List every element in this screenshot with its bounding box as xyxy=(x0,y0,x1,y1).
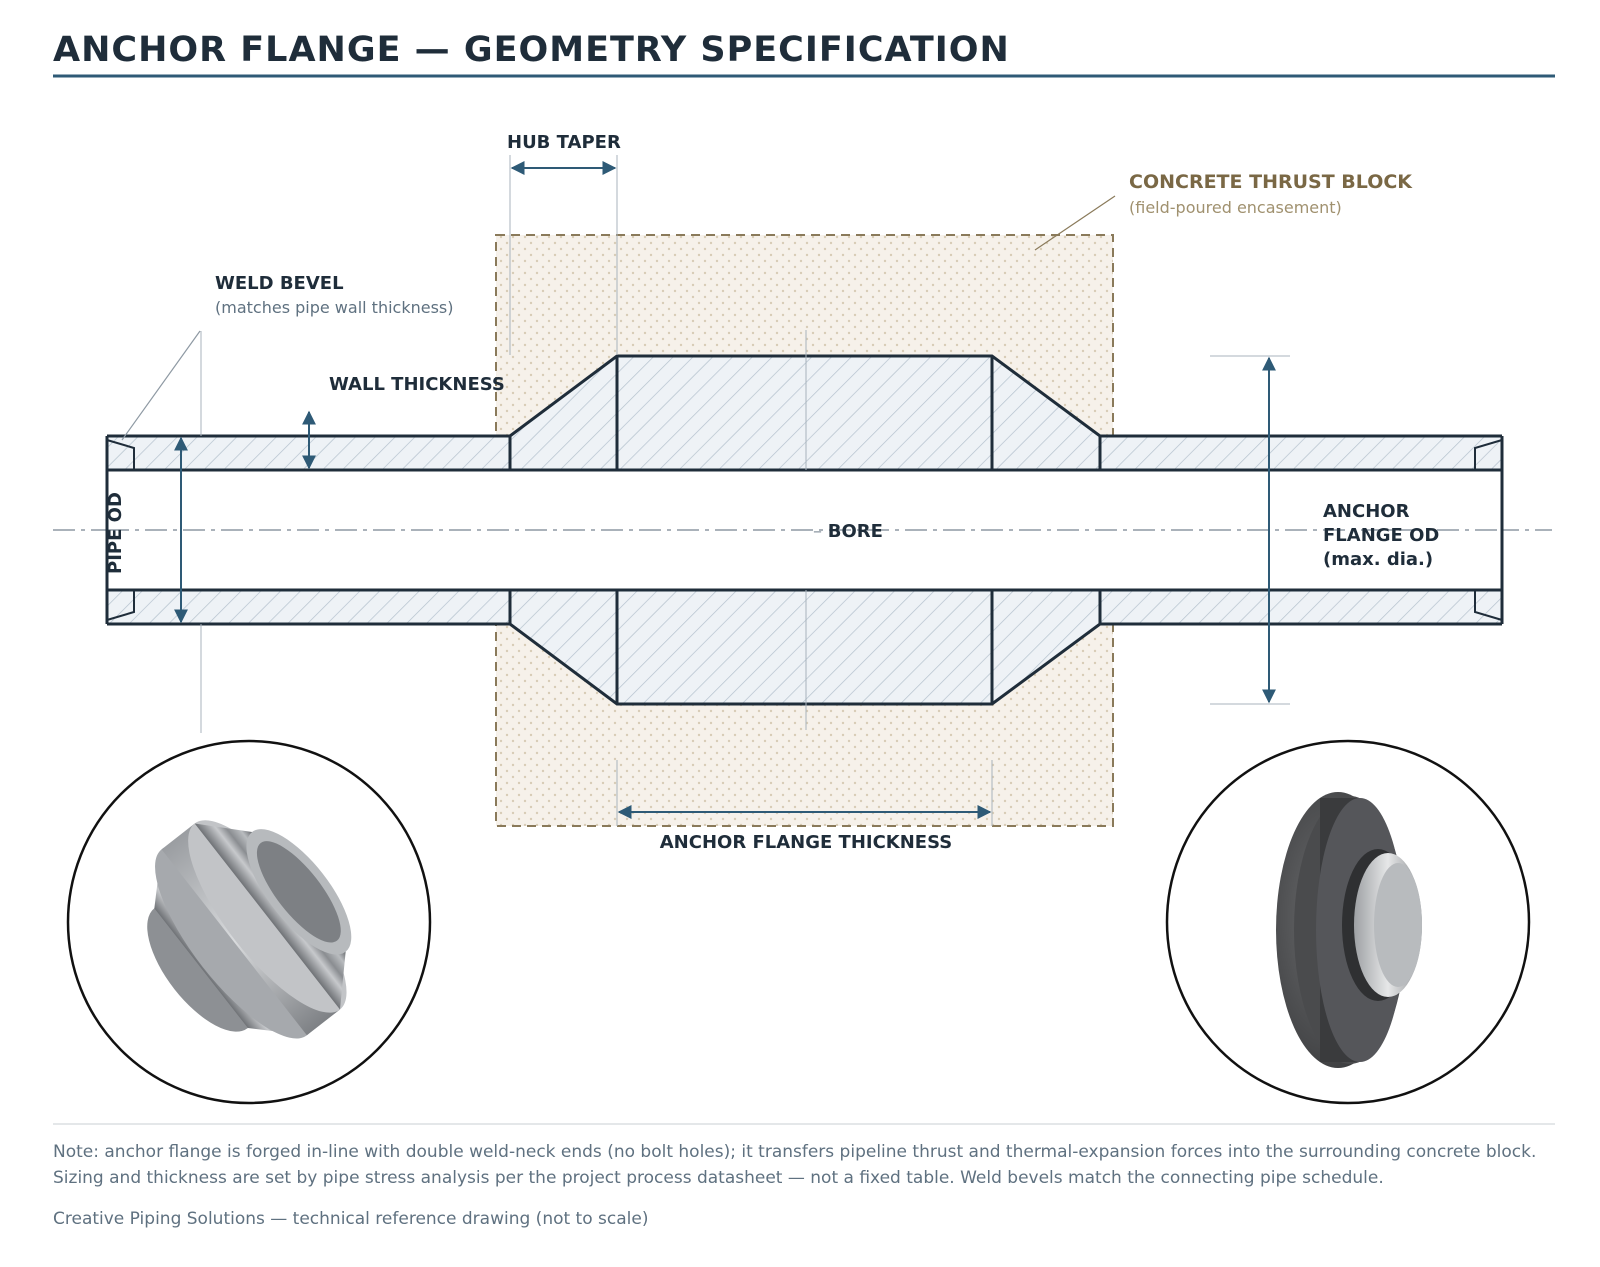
note-line-2: Sizing and thickness are set by pipe str… xyxy=(53,1168,1384,1188)
concrete-leader xyxy=(1034,195,1116,251)
anchor-od-label-line3: (max. dia.) xyxy=(1323,549,1433,570)
left-photo xyxy=(66,739,432,1105)
flange-section-top xyxy=(107,356,1502,470)
credit-line: Creative Piping Solutions — technical re… xyxy=(53,1209,648,1229)
anchor-od-label-line2: FLANGE OD xyxy=(1323,525,1439,546)
right-photo xyxy=(1165,739,1531,1105)
wall-thickness-label: WALL THICKNESS xyxy=(329,374,505,395)
flange-outline-top xyxy=(107,354,1502,438)
concrete-block-label: CONCRETE THRUST BLOCK xyxy=(1129,171,1413,193)
weld-bevel-right xyxy=(1474,439,1503,621)
anchor-od-label-line1: ANCHOR xyxy=(1323,501,1410,522)
weld-bevel-label: WELD BEVEL xyxy=(215,273,344,294)
bore-label: – BORE xyxy=(813,521,883,542)
weld-bevel-sublabel: (matches pipe wall thickness) xyxy=(215,298,453,317)
flange-outline-bottom xyxy=(107,622,1502,706)
concrete-block-sublabel: (field-poured encasement) xyxy=(1129,198,1342,217)
weld-bevel-leader xyxy=(121,330,201,441)
page-title: ANCHOR FLANGE — GEOMETRY SPECIFICATION xyxy=(53,30,1010,70)
note-line-1: Note: anchor flange is forged in-line wi… xyxy=(53,1142,1536,1162)
hub-taper-label: HUB TAPER xyxy=(507,132,621,153)
flange-thickness-label: ANCHOR FLANGE THICKNESS xyxy=(660,832,952,853)
flange-section-bottom xyxy=(107,590,1502,704)
pipe-od-label: PIPE OD xyxy=(105,492,126,574)
weld-bevel-left xyxy=(106,439,135,621)
